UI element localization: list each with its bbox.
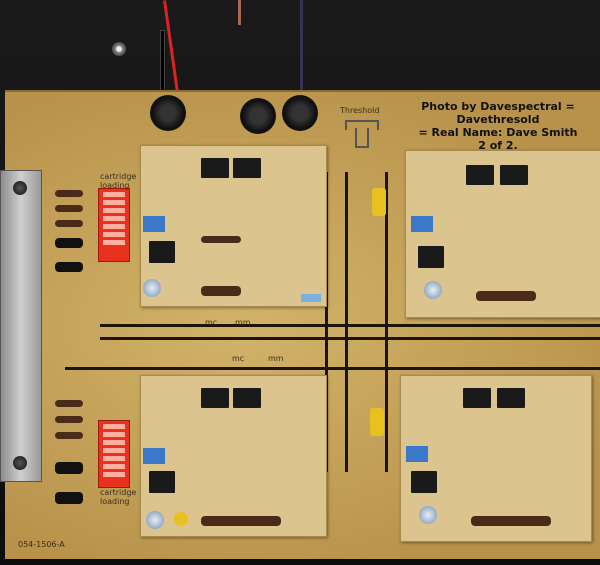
ic-chip [500, 165, 528, 185]
screw [13, 181, 27, 195]
capacitor [471, 516, 551, 526]
trace [325, 172, 328, 472]
trace [100, 337, 600, 340]
wire-terminal [238, 0, 241, 25]
ic-chip [463, 388, 491, 408]
trimmer-pot [411, 216, 433, 232]
trace [65, 367, 600, 370]
ferrite-toroid [150, 95, 186, 131]
ic-chip [149, 241, 175, 263]
ic-chip [466, 165, 494, 185]
screw [13, 456, 27, 470]
trimmer-pot [143, 216, 165, 232]
mc-label: mc [205, 318, 218, 327]
tantalum-capacitor [174, 512, 188, 526]
blue-wire [300, 0, 303, 100]
smd-label [301, 294, 321, 302]
ic-chip [418, 246, 444, 268]
resistor [201, 236, 241, 243]
ferrite-toroid [240, 98, 276, 134]
ic-chip [233, 158, 261, 178]
trimmer-pot [143, 448, 165, 464]
trace [345, 172, 348, 472]
ferrite-toroid [282, 95, 318, 131]
ic-chip [497, 388, 525, 408]
film-capacitor [370, 408, 384, 436]
electrolytic-capacitor [143, 279, 161, 297]
resistor [55, 220, 83, 227]
dip-switch [98, 188, 130, 262]
trimmer-pot [406, 446, 428, 462]
caption-line: Photo by Davespectral = Davethresold [421, 100, 575, 126]
resistor [55, 400, 83, 407]
resistor [55, 432, 83, 439]
mounting-nut [112, 42, 126, 56]
capacitor [201, 516, 281, 526]
capacitor [55, 492, 83, 504]
photo-caption: Photo by Davespectral = Davethresold = R… [398, 100, 598, 152]
capacitor [201, 286, 241, 296]
caption-line: = Real Name: Dave Smith [418, 126, 578, 139]
resistor [55, 190, 83, 197]
mm-label: mm [268, 354, 284, 363]
film-capacitor [372, 188, 386, 216]
electrolytic-capacitor [146, 511, 164, 529]
phono-module [140, 145, 327, 307]
metal-bracket [0, 170, 42, 482]
dip-switch [98, 420, 130, 488]
red-wire [163, 0, 180, 100]
ic-chip [149, 471, 175, 493]
mc-label: mc [232, 354, 245, 363]
cartridge-loading-label: cartridge loading [100, 488, 137, 506]
phono-module [400, 375, 592, 542]
part-number: 054-1506-A [18, 540, 65, 549]
resistor [55, 416, 83, 423]
ic-chip [201, 388, 229, 408]
phono-module [140, 375, 327, 537]
capacitor [55, 262, 83, 272]
capacitor [476, 291, 536, 301]
capacitor [55, 238, 83, 248]
threshold-logo [355, 128, 369, 148]
ic-chip [411, 471, 437, 493]
cartridge-loading-label: cartridge loading [100, 172, 137, 190]
caption-line: 2 of 2. [478, 139, 518, 152]
trace [100, 324, 600, 327]
resistor [55, 205, 83, 212]
electrolytic-capacitor [424, 281, 442, 299]
ic-chip [201, 158, 229, 178]
threshold-logo-text: Threshold [340, 106, 380, 115]
ic-chip [233, 388, 261, 408]
threshold-logo [345, 120, 379, 130]
capacitor [55, 462, 83, 474]
electrolytic-capacitor [419, 506, 437, 524]
mm-label: mm [235, 318, 251, 327]
trace [385, 172, 388, 472]
phono-module [405, 150, 600, 318]
